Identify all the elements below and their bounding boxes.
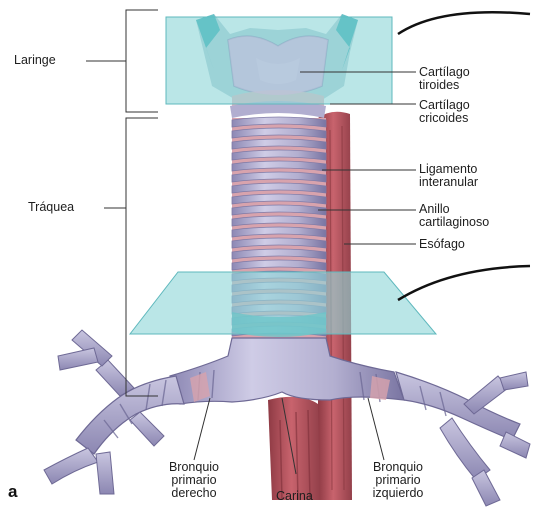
section-plane-trachea bbox=[130, 272, 436, 337]
label-line: izquierdo bbox=[358, 487, 438, 500]
label-ligamento-interanular: Ligamento interanular bbox=[419, 163, 478, 189]
label-laringe: Laringe bbox=[14, 54, 56, 67]
panel-letter: a bbox=[8, 482, 17, 502]
label-bronquio-izquierdo: Bronquio primario izquierdo bbox=[358, 461, 438, 500]
label-cartilago-cricoides: Cartílago cricoides bbox=[419, 99, 470, 125]
label-bronquio-derecho: Bronquio primario derecho bbox=[158, 461, 230, 500]
label-line: interanular bbox=[419, 176, 478, 189]
label-esofago: Esófago bbox=[419, 238, 465, 251]
label-anillo-cartilaginoso: Anillo cartilaginoso bbox=[419, 203, 489, 229]
label-line: cartilaginoso bbox=[419, 216, 489, 229]
label-line: tiroides bbox=[419, 79, 470, 92]
label-line: derecho bbox=[158, 487, 230, 500]
label-line: cricoides bbox=[419, 112, 470, 125]
brackets bbox=[86, 10, 158, 396]
label-carina: Carina bbox=[276, 490, 313, 503]
label-traquea: Tráquea bbox=[28, 201, 74, 214]
callout-arc-bottom bbox=[398, 266, 530, 300]
callout-arc-top bbox=[398, 12, 530, 34]
label-cartilago-tiroides: Cartílago tiroides bbox=[419, 66, 470, 92]
